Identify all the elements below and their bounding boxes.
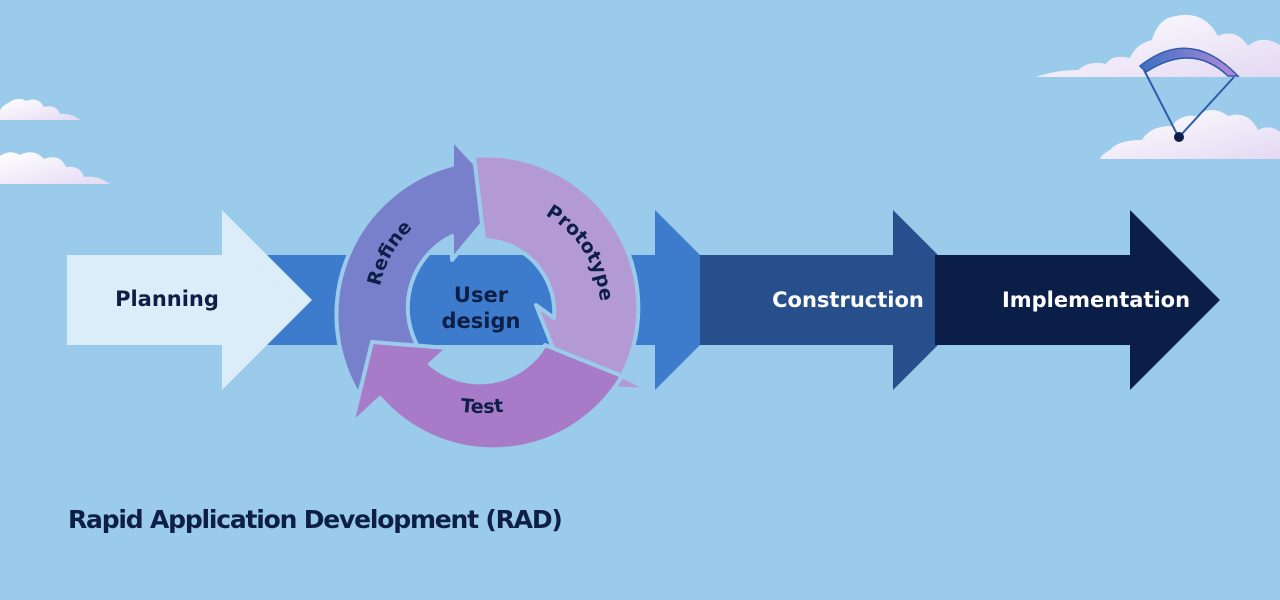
cloud-top-right-icon [1036, 14, 1280, 77]
parachute-icon [1138, 47, 1240, 142]
cloud-top-left-icon [0, 98, 80, 120]
test-segment [350, 340, 624, 452]
iteration-cycle [334, 137, 652, 452]
implementation-arrow [935, 210, 1220, 390]
diagram-title: Rapid Application Development (RAD) [68, 505, 563, 534]
test-label: Test [460, 395, 505, 418]
cloud-right-icon [1100, 110, 1280, 159]
center-label-line2: design [442, 309, 521, 333]
planning-arrow [67, 210, 312, 390]
center-label-line1: User [454, 283, 509, 307]
implementation-label: Implementation [1002, 288, 1190, 312]
connector-arrow [640, 210, 745, 390]
refine-segment [334, 137, 507, 394]
construction-label: Construction [772, 288, 924, 312]
prototype-segment [472, 153, 652, 392]
construction-arrow [700, 210, 983, 390]
planning-label: Planning [115, 287, 219, 311]
cloud-left-icon [0, 152, 110, 184]
